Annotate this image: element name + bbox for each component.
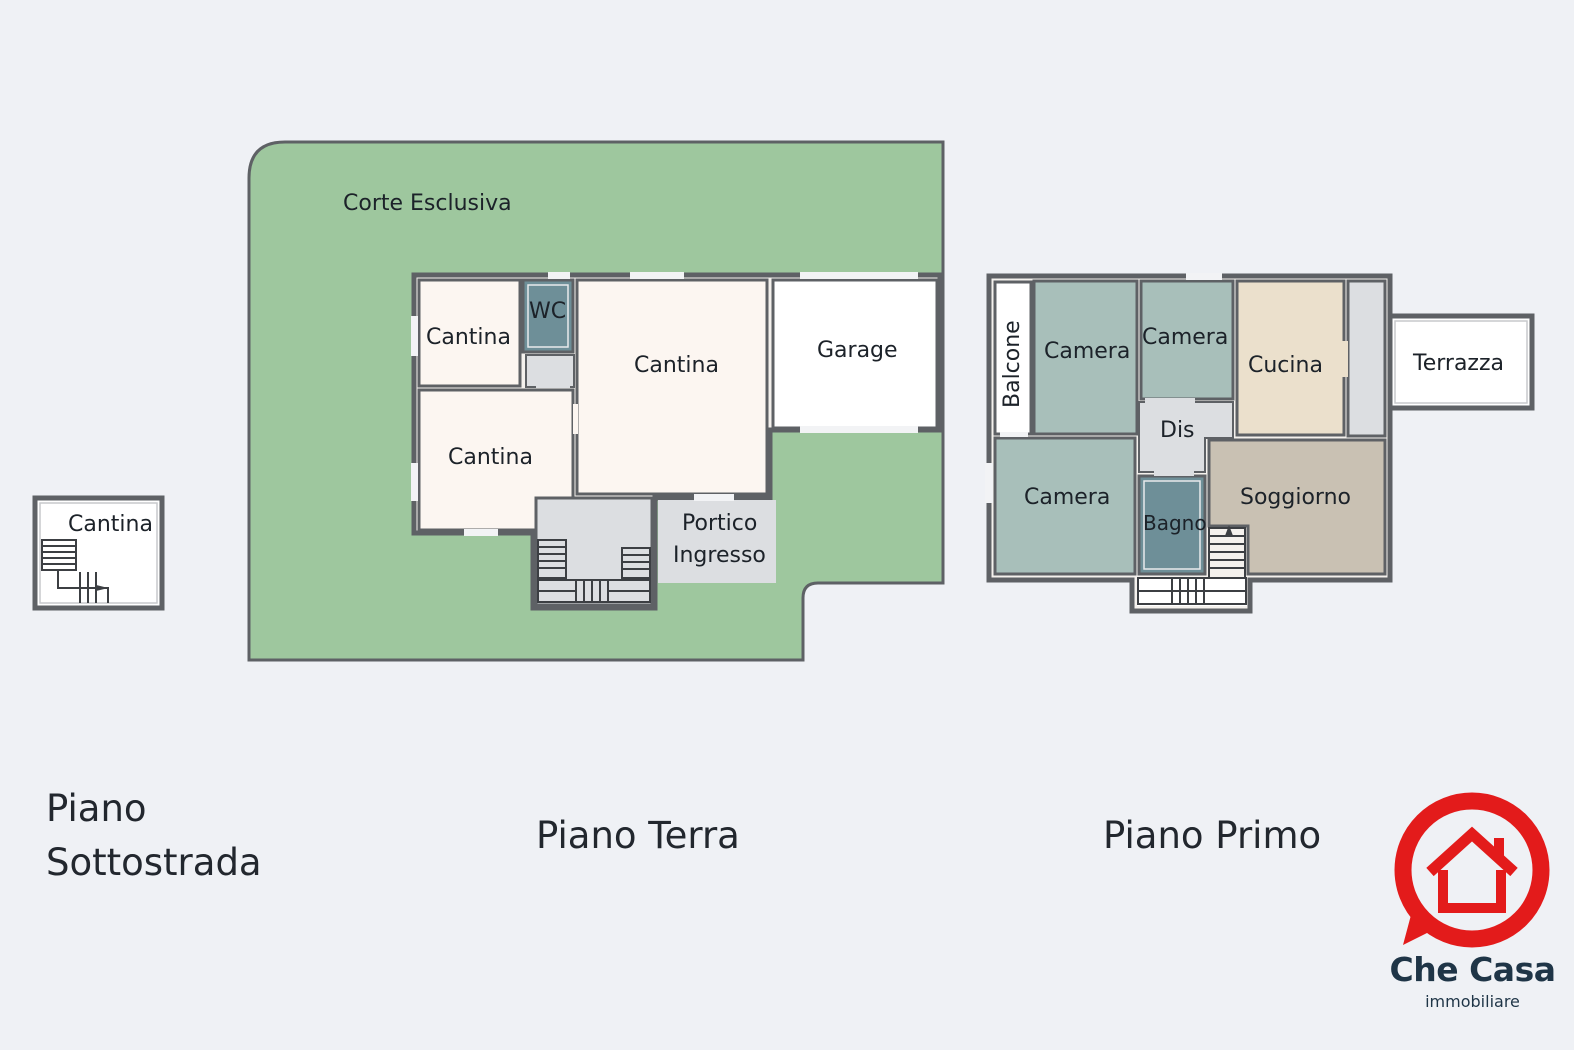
room-label-portico-line1: Portico bbox=[682, 511, 757, 536]
room-label-cantina-sottostrada: Cantina bbox=[68, 512, 153, 537]
terra-plan: Corte Esclusiva bbox=[247, 140, 945, 662]
floor-label-sottostrada: Piano Sottostrada bbox=[46, 782, 262, 890]
floor-label-sottostrada-line1: Piano bbox=[46, 787, 147, 830]
room-label-balcone: Balcone bbox=[1000, 320, 1025, 408]
room-label-wc: WC bbox=[529, 299, 566, 324]
room-label-bagno: Bagno bbox=[1143, 511, 1207, 535]
room-camera-3 bbox=[993, 436, 1137, 576]
sottostrada-plan: Cantina bbox=[32, 495, 165, 611]
stairs-icon bbox=[1137, 525, 1247, 605]
room-bagno bbox=[1137, 474, 1207, 576]
room-label-portico-line2: Ingresso bbox=[673, 543, 766, 568]
room-label-cantina-small: Cantina bbox=[426, 325, 511, 350]
room-cantina-large bbox=[575, 278, 769, 496]
room-soggiorno bbox=[1207, 438, 1387, 576]
court-label: Corte Esclusiva bbox=[343, 191, 512, 216]
room-label-cantina-large: Cantina bbox=[634, 353, 719, 378]
primo-openings bbox=[985, 273, 1348, 503]
terra-openings bbox=[411, 272, 918, 536]
room-label-camera-2: Camera bbox=[1142, 325, 1228, 350]
stairs-icon bbox=[537, 539, 651, 603]
stairs-icon bbox=[41, 539, 109, 603]
room-corridor-right bbox=[1346, 279, 1387, 438]
stair-landing-terra bbox=[534, 496, 654, 607]
room-label-cucina: Cucina bbox=[1248, 353, 1323, 378]
room-label-soggiorno: Soggiorno bbox=[1240, 485, 1351, 510]
logo: Che Casa immobiliare bbox=[1385, 790, 1560, 1020]
floor-label-sottostrada-line2: Sottostrada bbox=[46, 841, 262, 884]
room-label-camera-3: Camera bbox=[1024, 485, 1110, 510]
floor-label-terra: Piano Terra bbox=[536, 814, 740, 857]
room-label-cantina-mid: Cantina bbox=[448, 445, 533, 470]
room-wc bbox=[521, 278, 575, 354]
room-camera-1 bbox=[1032, 279, 1139, 436]
room-label-garage: Garage bbox=[817, 338, 898, 363]
room-dis bbox=[1138, 401, 1234, 473]
primo-plan: Balcone Camera Camera Cucina Terrazza Di… bbox=[985, 273, 1535, 614]
room-terrazza bbox=[1387, 313, 1535, 411]
room-portico bbox=[658, 500, 776, 583]
room-camera-2 bbox=[1139, 279, 1235, 401]
house-icon bbox=[1394, 792, 1550, 948]
logo-name: Che Casa bbox=[1389, 950, 1556, 989]
room-label-dis: Dis bbox=[1160, 418, 1195, 443]
floor-label-primo: Piano Primo bbox=[1103, 814, 1322, 857]
room-label-terrazza: Terrazza bbox=[1412, 351, 1504, 376]
room-cantina-small bbox=[417, 278, 522, 388]
room-label-camera-1: Camera bbox=[1044, 339, 1130, 364]
logo-subtitle: immobiliare bbox=[1425, 992, 1520, 1011]
